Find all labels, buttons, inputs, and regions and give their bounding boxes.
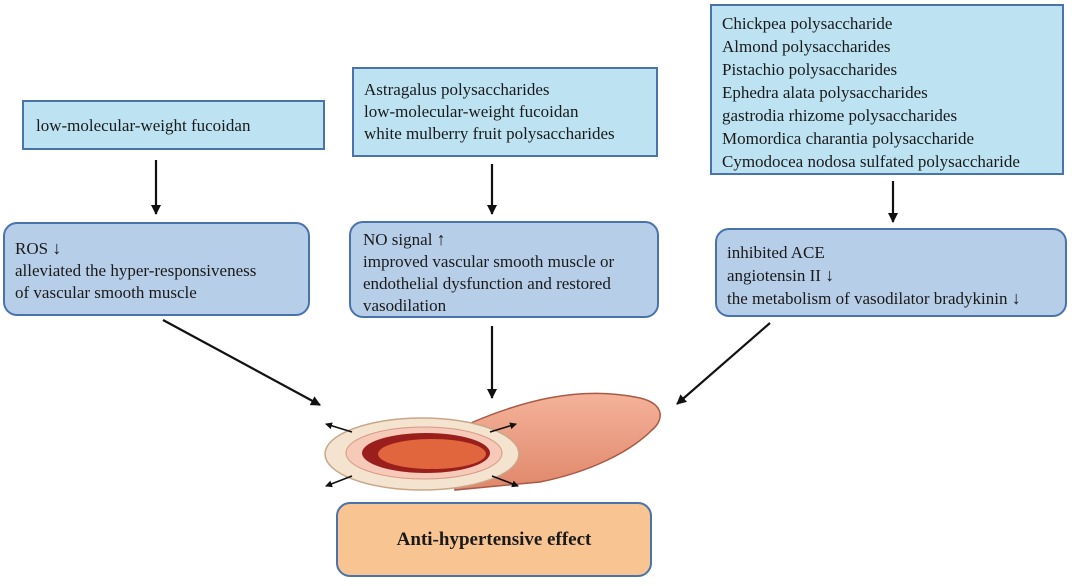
blood-vessel-illustration [324, 392, 661, 491]
result-label: Anti-hypertensive effect [396, 528, 592, 550]
vessel-expansion-arrows [325, 422, 519, 488]
source-item: low-molecular-weight fucoidan [36, 116, 251, 135]
mechanism-line-bradykinin: the metabolism of vasodilator bradykinin… [727, 287, 1059, 310]
source-item: gastrodia rhizome polysaccharides [722, 106, 958, 125]
mechanism-text: angiotensin II [727, 266, 821, 285]
connector-arrows [151, 160, 898, 406]
mechanism-line-no-signal: NO signal ↑ [363, 228, 649, 251]
source-box-center: Astragalus polysaccharides low-molecular… [352, 67, 658, 157]
source-item: white mulberry fruit polysaccharides [364, 124, 615, 143]
mechanism-text: improved vascular smooth muscle or [363, 252, 615, 271]
source-item: Cymodocea nodosa sulfated polysaccharide [722, 152, 1020, 171]
mechanism-line-ros: ROS ↓ [15, 237, 300, 260]
arrow-mechanism-left-to-vessel [162, 319, 321, 406]
mechanism-line-angiotensin: angiotensin II ↓ [727, 264, 1059, 287]
up-arrow-icon: ↑ [436, 229, 446, 249]
source-item: Astragalus polysaccharides [364, 80, 550, 99]
mechanism-box-center: NO signal ↑ improved vascular smooth mus… [349, 221, 659, 318]
mechanism-text: ROS [15, 239, 49, 258]
source-item: Momordica charantia polysaccharide [722, 129, 975, 148]
down-arrow-icon: ↓ [52, 238, 62, 258]
mechanism-text: endothelial dysfunction and restored [363, 274, 611, 293]
source-box-left: low-molecular-weight fucoidan [22, 100, 325, 150]
mechanism-box-left: ROS ↓ alleviated the hyper-responsivenes… [3, 222, 310, 316]
source-item: Pistachio polysaccharides [722, 60, 898, 79]
source-item: low-molecular-weight fucoidan [364, 102, 579, 121]
mechanism-text: inhibited ACE [727, 243, 825, 262]
down-arrow-icon: ↓ [1011, 288, 1021, 308]
source-item: Chickpea polysaccharide [722, 14, 893, 33]
mechanism-text: alleviated the hyper-responsiveness [15, 261, 257, 280]
vessel-lumen [378, 439, 486, 469]
source-item: Almond polysaccharides [722, 37, 891, 56]
source-box-right: Chickpea polysaccharide Almond polysacch… [710, 4, 1064, 175]
mechanism-text: vasodilation [363, 296, 447, 315]
source-item: Ephedra alata polysaccharides [722, 83, 928, 102]
arrow-mechanism-right-to-vessel [676, 322, 771, 405]
result-box: Anti-hypertensive effect [336, 502, 652, 577]
mechanism-box-right: inhibited ACE angiotensin II ↓ the metab… [715, 228, 1067, 317]
down-arrow-icon: ↓ [825, 265, 835, 285]
mechanism-text: the metabolism of vasodilator bradykinin [727, 289, 1008, 308]
mechanism-text: NO signal [363, 230, 433, 249]
mechanism-text: of vascular smooth muscle [15, 283, 197, 302]
